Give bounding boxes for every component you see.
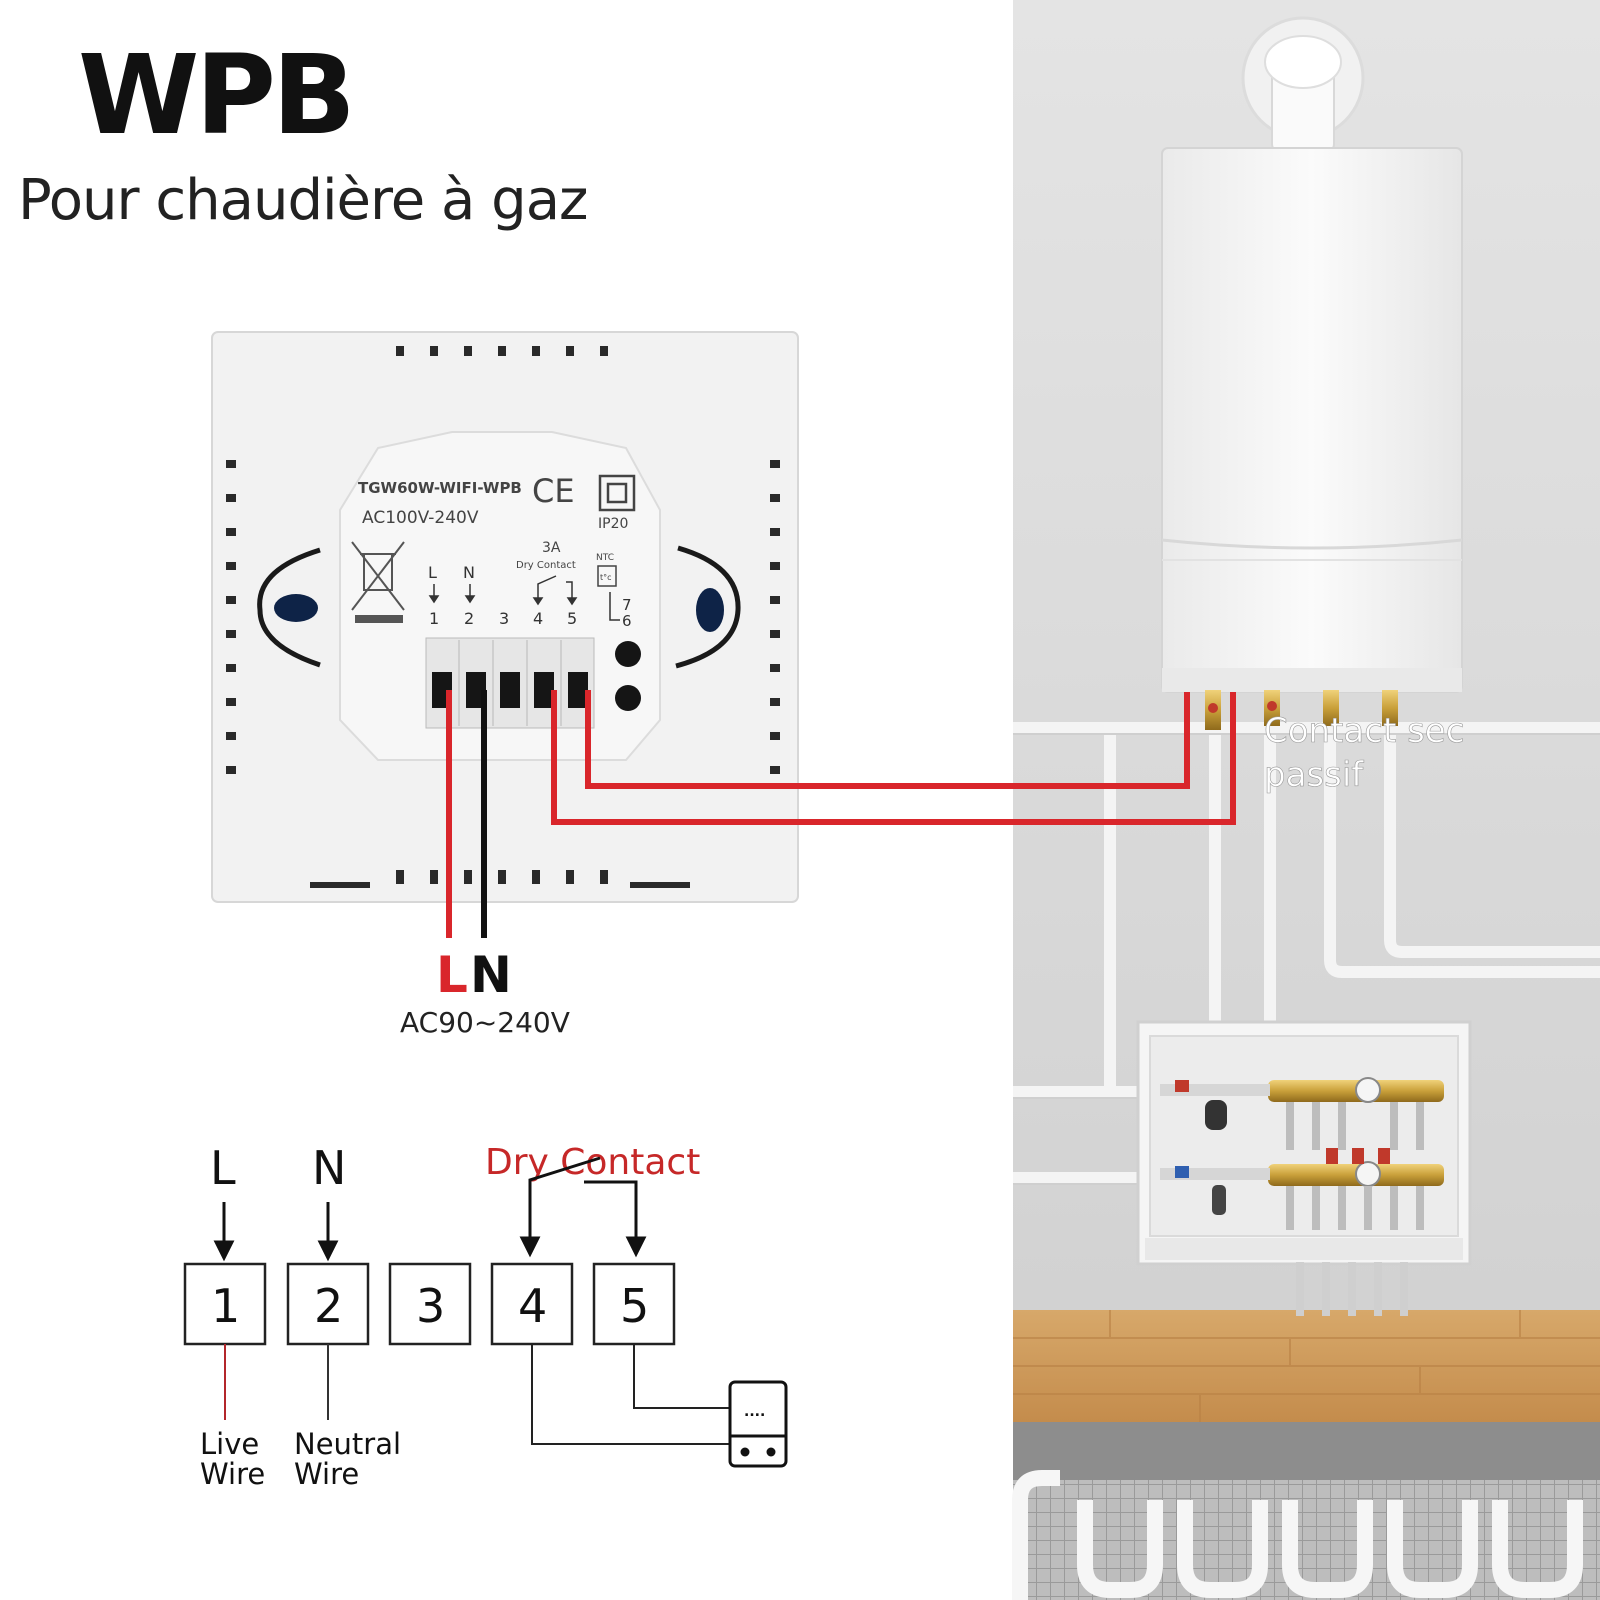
boiler-flue xyxy=(1241,16,1365,153)
weee-bin-icon xyxy=(351,541,405,623)
schematic-terminal-5: 5 xyxy=(620,1279,649,1333)
page-title: WPB xyxy=(78,31,356,159)
supply-n-label: N xyxy=(470,946,512,1004)
ntc-label: NTC xyxy=(596,553,614,563)
contact-sec-label: Contact sec xyxy=(1264,711,1464,751)
bottom-vents xyxy=(310,870,690,888)
boiler-icon xyxy=(728,1380,788,1468)
schematic-l-label: L xyxy=(210,1141,236,1195)
page-subtitle: Pour chaudière à gaz xyxy=(18,168,588,233)
thermostat-back: TGW60W-WIFI-WPB AC100V-240V CE IP20 3A D… xyxy=(211,331,799,903)
ntc-icon xyxy=(597,565,617,587)
device-n-label: N xyxy=(463,563,475,582)
live-wire-label-2: Wire xyxy=(200,1457,265,1491)
schematic-terminal-4: 4 xyxy=(518,1279,547,1333)
dry-contact-label: Dry Contact xyxy=(485,1142,700,1183)
model-label: TGW60W-WIFI-WPB xyxy=(358,479,522,497)
device-l-label: L xyxy=(428,563,437,582)
schematic-n-label: N xyxy=(312,1141,346,1195)
mount-slot-left xyxy=(257,547,321,668)
supply-voltage: AC90~240V xyxy=(400,1006,570,1039)
boiler-annotation: Contact sec passif xyxy=(1264,711,1465,796)
svg-text:t°c: t°c xyxy=(600,573,612,582)
device-terminal-2: 2 xyxy=(464,609,474,628)
dry-contact-wire-5 xyxy=(585,690,1190,789)
ip-rating: IP20 xyxy=(598,516,628,532)
dry-contact-wire-4 xyxy=(551,690,1236,825)
top-vents xyxy=(396,346,608,356)
schematic-terminal-1: 1 xyxy=(211,1279,240,1333)
supply-l-label: L xyxy=(436,946,468,1004)
device-terminal-3: 3 xyxy=(499,609,509,628)
underfloor-pipes xyxy=(1012,1470,1583,1600)
ce-mark: CE xyxy=(532,472,575,510)
mount-slot-right xyxy=(675,545,741,669)
neutral-wire-label-2: Wire xyxy=(294,1457,359,1491)
side-vents xyxy=(226,460,780,774)
wiring-schematic: L N Dry Contact 1 2 3 4 5 xyxy=(183,1141,788,1491)
screed xyxy=(1013,1422,1600,1480)
voltage-label: AC100V-240V xyxy=(362,508,479,528)
live-wire-label-1: Live xyxy=(200,1427,259,1461)
supply-label: L N AC90~240V xyxy=(400,946,570,1039)
schematic-terminal-2: 2 xyxy=(314,1279,343,1333)
device-terminal-4: 4 xyxy=(533,609,543,628)
manifold-cabinet xyxy=(1136,1020,1472,1316)
svg-text:....: .... xyxy=(744,1404,765,1420)
boiler xyxy=(1161,147,1463,730)
terminal-block xyxy=(425,637,641,729)
schematic-terminal-3: 3 xyxy=(416,1279,445,1333)
double-insulation-icon xyxy=(598,474,636,512)
current-rating: 3A xyxy=(542,540,561,556)
ntc-terminal-6: 6 xyxy=(622,612,632,630)
dry-contact-rating: Dry Contact xyxy=(516,560,576,571)
neutral-wire-label-1: Neutral xyxy=(294,1427,401,1461)
passif-label: passif xyxy=(1264,755,1364,795)
device-terminal-5: 5 xyxy=(567,609,577,628)
ntc-terminal-7: 7 xyxy=(622,596,632,614)
device-terminal-1: 1 xyxy=(429,609,439,628)
